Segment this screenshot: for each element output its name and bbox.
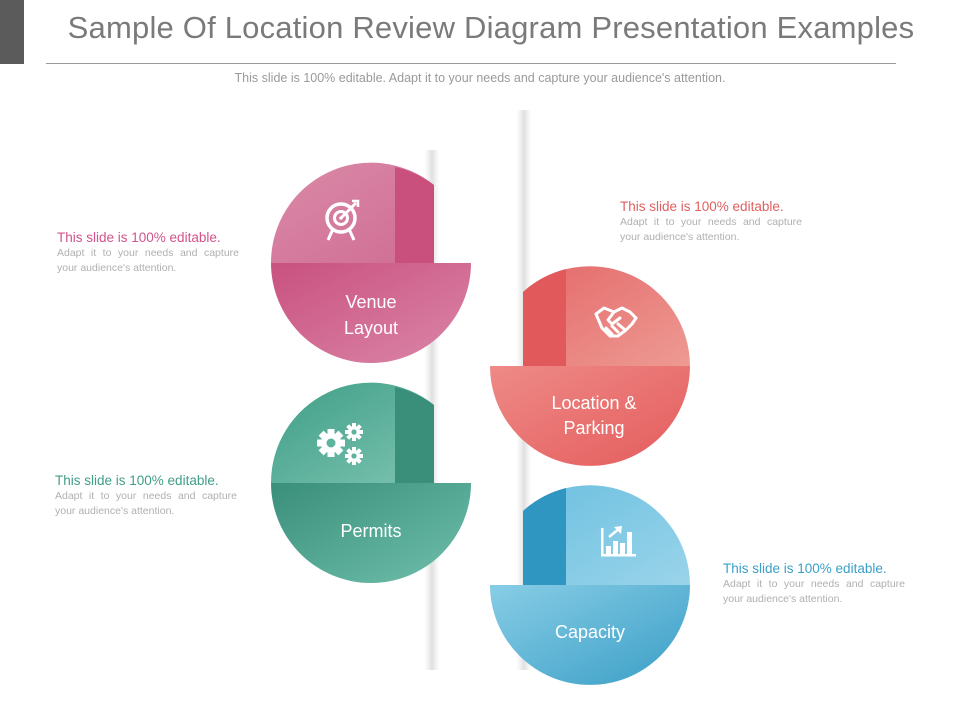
capacity-description: This slide is 100% editable. Adapt it to…: [723, 560, 905, 607]
venue-layout-description-body: Adapt it to your needs and capture your …: [57, 247, 239, 274]
location-parking-description-body: Adapt it to your needs and capture your …: [620, 216, 802, 243]
venue-layout-description: This slide is 100% editable. Adapt it to…: [57, 229, 239, 276]
permits-description-body: Adapt it to your needs and capture your …: [55, 490, 237, 517]
venue-layout-accent-segment: [395, 167, 434, 263]
venue-layout-label-line2: Layout: [344, 318, 398, 338]
permits-description-heading: This slide is 100% editable.: [55, 473, 219, 488]
permits-accent-segment: [395, 387, 434, 483]
location-parking-label-line2: Parking: [563, 418, 624, 438]
slide-title: Sample Of Location Review Diagram Presen…: [67, 10, 915, 45]
capacity-description-heading: This slide is 100% editable.: [723, 561, 887, 576]
capacity-bottom-segment: [490, 585, 690, 685]
capacity-description-body: Adapt it to your needs and capture your …: [723, 578, 905, 605]
bar-chart-icon: [601, 526, 636, 557]
gears-icon: [317, 423, 363, 465]
location-parking-accent-segment: [523, 269, 566, 366]
location-parking-label-line1: Location &: [551, 393, 636, 413]
venue-layout-label-line1: Venue: [345, 292, 396, 312]
location-parking-bottom-segment: [490, 366, 690, 466]
node-venue-layout: Venue Layout: [270, 162, 471, 363]
title-divider: [46, 63, 896, 64]
capacity-label: Capacity: [555, 622, 625, 642]
corner-accent-block: [0, 0, 24, 64]
handshake-icon: [594, 306, 638, 338]
location-parking-description-heading: This slide is 100% editable.: [620, 199, 784, 214]
permits-description: This slide is 100% editable. Adapt it to…: [55, 472, 237, 519]
location-parking-description: This slide is 100% editable. Adapt it to…: [620, 198, 802, 245]
venue-layout-description-heading: This slide is 100% editable.: [57, 230, 221, 245]
slide-subtitle: This slide is 100% editable. Adapt it to…: [234, 71, 726, 85]
permits-label: Permits: [340, 521, 401, 541]
permits-bottom-segment: [271, 483, 471, 583]
venue-layout-bottom-segment: [271, 263, 471, 363]
capacity-accent-segment: [523, 488, 566, 585]
node-location-parking: Location & Parking: [490, 266, 690, 466]
target-icon: [325, 199, 360, 241]
node-capacity: Capacity: [490, 485, 690, 685]
node-permits: Permits: [270, 382, 471, 583]
